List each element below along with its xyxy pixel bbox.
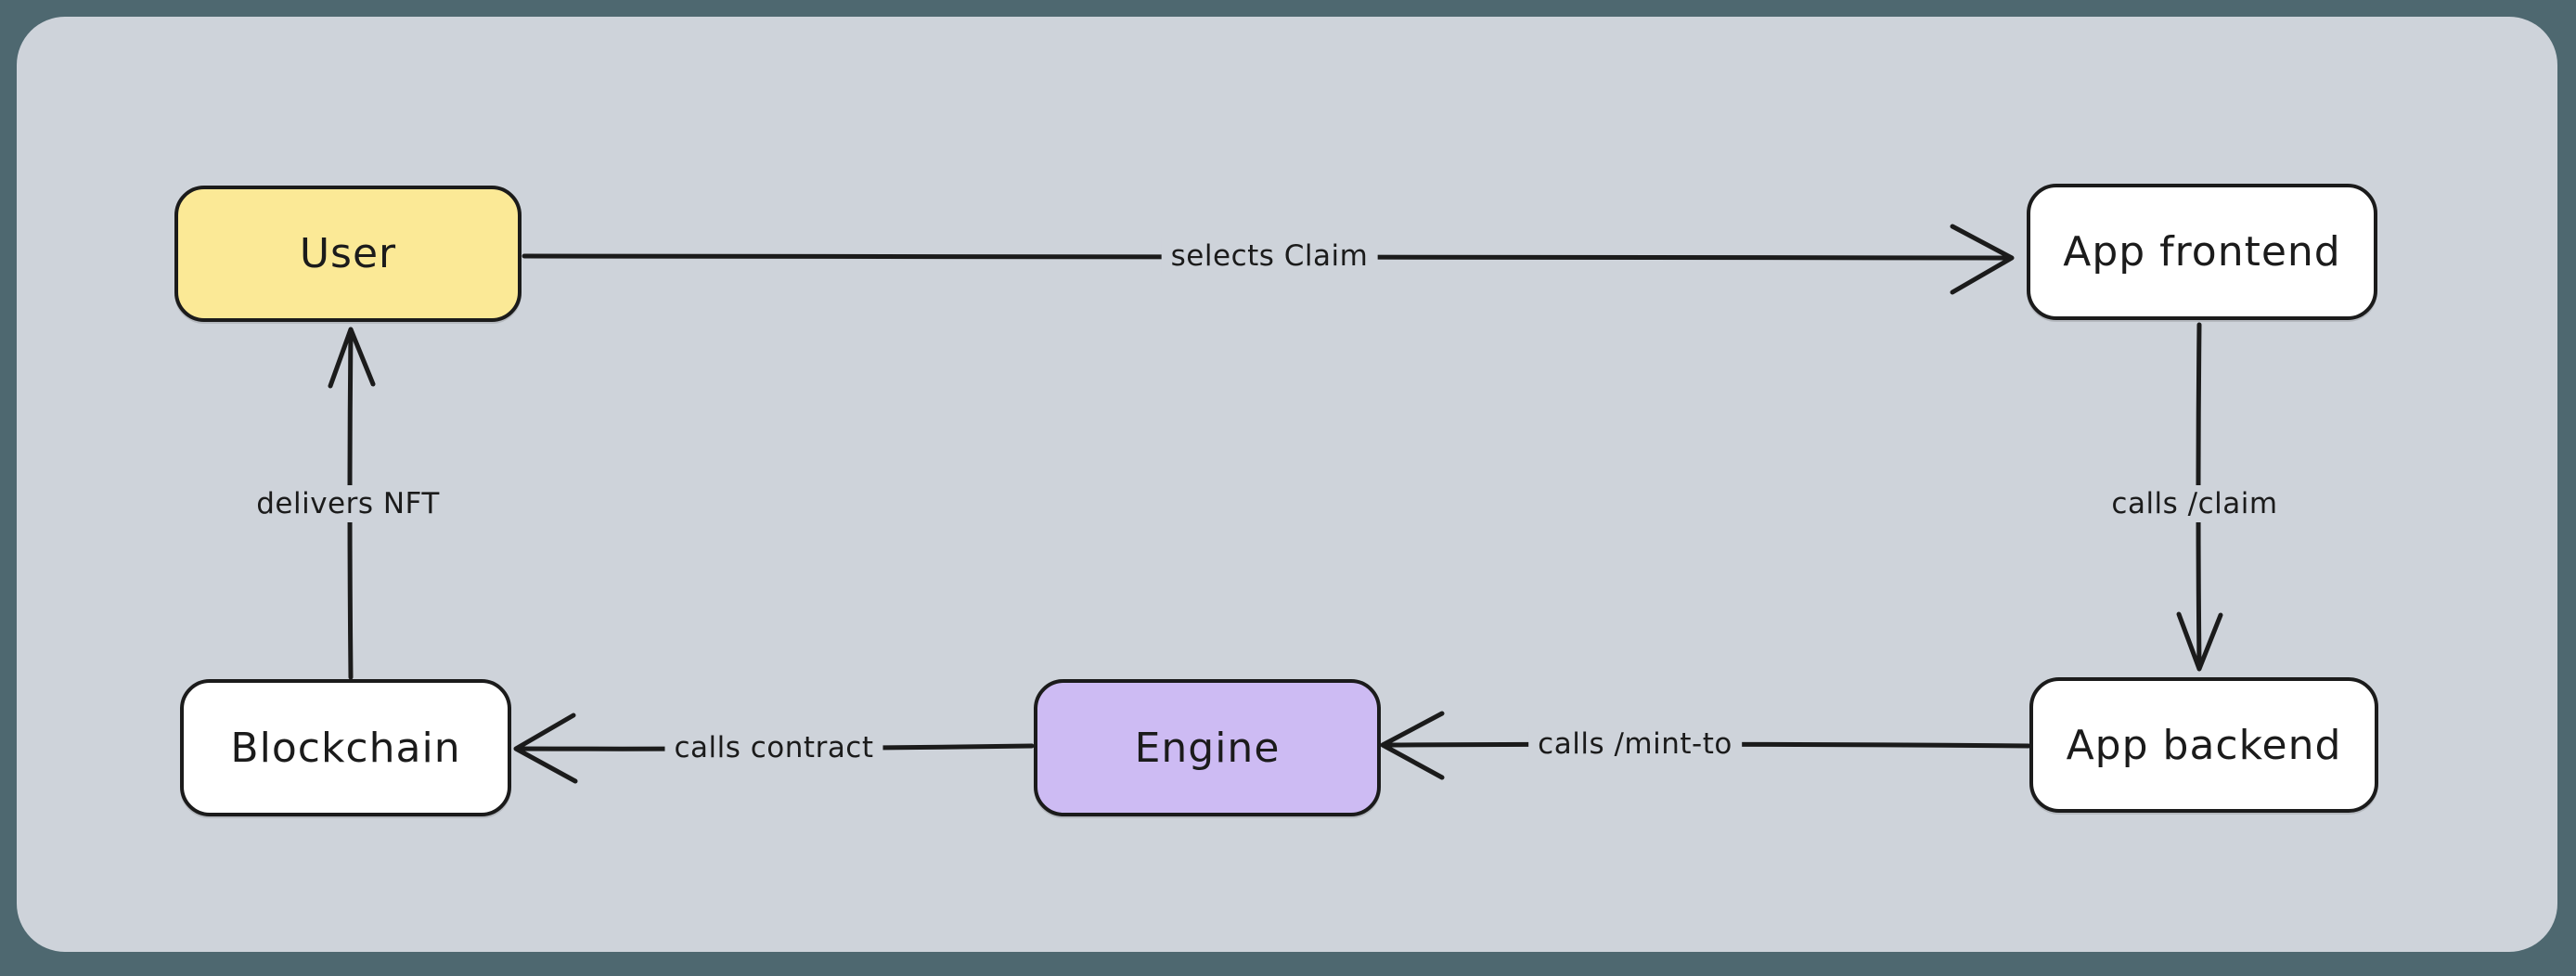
node-app-frontend-label: App frontend [2063, 228, 2341, 276]
node-user-label: User [299, 230, 397, 277]
node-blockchain-label: Blockchain [230, 724, 461, 772]
node-app-frontend: App frontend [2027, 184, 2377, 320]
node-app-backend: App backend [2029, 677, 2378, 813]
node-app-backend-label: App backend [2066, 721, 2342, 769]
edge-label-delivers-nft: delivers NFT [247, 485, 449, 522]
edge-label-calls-contract: calls contract [664, 729, 883, 766]
diagram-canvas: User App frontend App backend Engine Blo… [17, 17, 2557, 952]
node-engine-label: Engine [1134, 724, 1281, 772]
node-blockchain: Blockchain [180, 679, 511, 816]
node-user: User [174, 186, 522, 322]
node-engine: Engine [1034, 679, 1381, 816]
edge-label-calls-claim: calls /claim [2102, 485, 2287, 522]
edge-label-selects-claim: selects Claim [1161, 238, 1378, 275]
edge-label-calls-mint-to: calls /mint-to [1528, 726, 1742, 763]
